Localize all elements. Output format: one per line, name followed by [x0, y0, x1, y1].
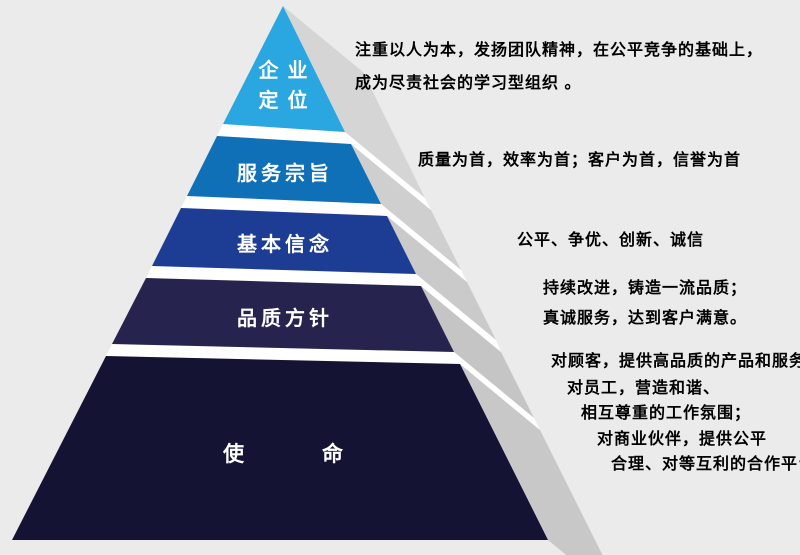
level-1-label-line-1: 企业	[258, 60, 317, 82]
level-5-annotation-line-4: 对商业伙伴，提供公平	[597, 431, 768, 448]
level-4-front-face	[112, 278, 454, 352]
level-1-label-line-2: 定位	[258, 90, 317, 112]
level-2-label: 服务宗旨	[237, 163, 333, 185]
level-2-front-face	[187, 136, 381, 204]
level-5-annotation-line-3: 相互尊重的工作氛围；	[581, 405, 752, 422]
level-1-label: 企业 定位	[250, 56, 317, 116]
level-5-annotation-line-5: 合理、对等互利的合作平台。	[611, 456, 800, 473]
divider-band-4	[106, 344, 540, 430]
level-2-side-face	[351, 144, 461, 270]
level-2-annotation: 质量为首，效率为首；客户为首，信誉为首	[418, 152, 742, 169]
level-5-side-face	[460, 364, 603, 555]
level-5-annotation-line-1: 对顾客，提供高品质的产品和服务；	[551, 353, 800, 370]
divider-band-1	[217, 124, 431, 210]
divider-band-3	[146, 266, 501, 352]
level-4-annotation-line-1: 持续改进，铸造一流品质；	[543, 280, 748, 297]
level-1-annotation-line-2: 成为尽责社会的学习型组织 。	[355, 75, 582, 92]
level-4-side-face	[421, 286, 534, 418]
level-1-front-face	[223, 6, 345, 132]
level-3-front-face	[152, 208, 416, 274]
level-3-annotation: 公平、争优、创新、诚信	[517, 232, 705, 249]
divider-band-2	[181, 196, 467, 282]
level-5-front-face	[12, 356, 548, 540]
level-4-annotation: 持续改进，铸造一流品质； 真诚服务，达到客户满意。	[543, 274, 747, 334]
level-3-label: 基本信念	[237, 234, 333, 256]
level-1-annotation: 注重以人为本，发扬团队精神，在公平竞争的基础上， 成为尽责社会的学习型组织 。	[355, 34, 763, 100]
level-4-label: 品质方针	[237, 308, 333, 330]
level-5-label: 使 命	[223, 443, 355, 466]
level-5-annotation-line-2: 对员工，营造和谐、	[567, 380, 721, 397]
level-1-annotation-line-1: 注重以人为本，发扬团队精神，在公平竞争的基础上，	[355, 42, 764, 59]
level-3-side-face	[387, 216, 496, 340]
level-1-side-face	[283, 6, 425, 198]
level-4-annotation-line-2: 真诚服务，达到客户满意。	[543, 310, 748, 327]
